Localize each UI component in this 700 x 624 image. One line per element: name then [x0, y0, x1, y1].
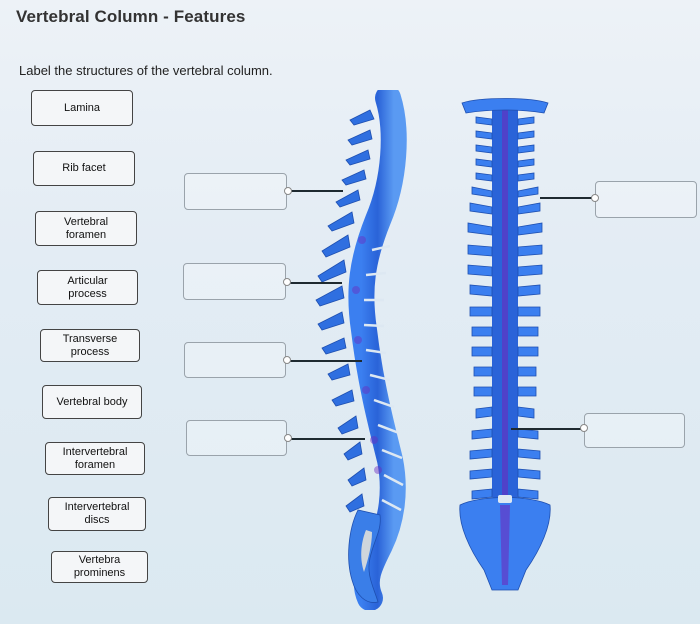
- connector-dot-4[interactable]: [284, 434, 292, 442]
- leader-line-1: [291, 190, 343, 192]
- leader-line-5: [540, 197, 592, 199]
- drop-target-2[interactable]: [183, 263, 286, 300]
- connector-dot-1[interactable]: [284, 187, 292, 195]
- connector-dot-3[interactable]: [283, 356, 291, 364]
- label-chip-rib-facet[interactable]: Rib facet: [33, 151, 135, 186]
- instructions-text: Label the structures of the vertebral co…: [19, 63, 273, 78]
- drop-target-3[interactable]: [184, 342, 286, 378]
- drop-target-5[interactable]: [595, 181, 697, 218]
- connector-dot-2[interactable]: [283, 278, 291, 286]
- connector-dot-6[interactable]: [580, 424, 588, 432]
- label-chip-transverse-process[interactable]: Transverse process: [40, 329, 140, 362]
- label-chip-intervertebral-discs[interactable]: Intervertebral discs: [48, 497, 146, 531]
- leader-line-4: [291, 438, 365, 440]
- leader-line-2: [290, 282, 342, 284]
- label-chip-vertebral-foramen[interactable]: Vertebral foramen: [35, 211, 137, 246]
- label-chip-vertebral-body[interactable]: Vertebral body: [42, 385, 142, 419]
- label-chip-intervertebral-foramen[interactable]: Intervertebral foramen: [45, 442, 145, 475]
- connector-dot-5[interactable]: [591, 194, 599, 202]
- posterior-spine-illustration: [459, 98, 551, 591]
- drop-target-4[interactable]: [186, 420, 287, 456]
- leader-line-3: [290, 360, 362, 362]
- leader-line-6: [511, 428, 581, 430]
- label-chip-articular-process[interactable]: Articular process: [37, 270, 138, 305]
- label-chip-lamina[interactable]: Lamina: [31, 90, 133, 126]
- page-title: Vertebral Column - Features: [16, 7, 246, 26]
- drop-target-1[interactable]: [184, 173, 287, 210]
- label-chip-vertebra-prominens[interactable]: Vertebra prominens: [51, 551, 148, 583]
- lateral-spine-illustration: [315, 90, 407, 610]
- drop-target-6[interactable]: [584, 413, 685, 448]
